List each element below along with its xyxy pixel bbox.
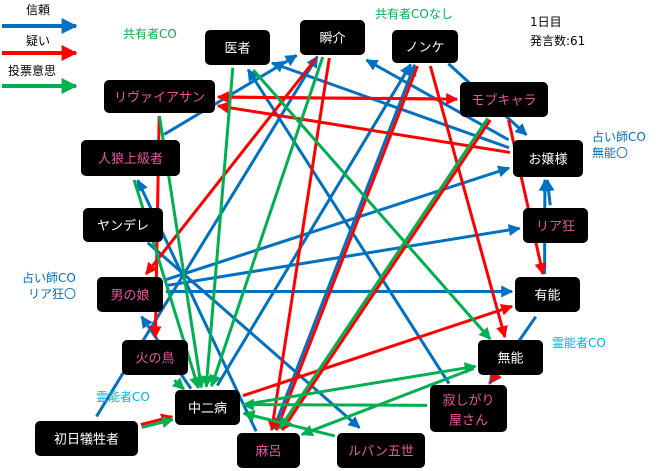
node-box <box>237 433 300 468</box>
node-box <box>83 208 163 242</box>
trust-arrow-otokonoko-to-ojou <box>164 165 511 282</box>
node-shunsuke: 瞬介 <box>300 20 365 55</box>
node-box <box>337 433 425 468</box>
trust-arrow-chuuni-to-nonke <box>215 63 412 387</box>
node-label: 火の鳥 <box>135 352 174 367</box>
doubt-arrow-shunsuke-to-otokonoko <box>144 57 318 275</box>
node-label: リヴァイアサン <box>114 90 205 106</box>
trust-arrow-riakyou-to-ojou <box>542 179 555 206</box>
seer-co-annotation-1: 占い師CO <box>592 129 646 144</box>
node-mob: モブキャラ <box>460 82 548 117</box>
node-label: 男の娘 <box>110 289 149 304</box>
node-jinro: 人狼上級者 <box>81 140 180 176</box>
seer-co-annotation-2: 占い師CO <box>22 270 76 285</box>
node-box <box>81 140 180 176</box>
node-box <box>175 390 240 425</box>
node-leviathan: リヴァイアサン <box>104 80 215 113</box>
medium-co-annotation-2: 霊能者CO <box>96 390 150 404</box>
node-label: 無能 <box>497 352 523 367</box>
post-count: 発言数:61 <box>530 33 585 48</box>
node-label: 瞬介 <box>319 32 345 47</box>
doubt-arrow-nonke-to-munou <box>428 65 508 339</box>
trust-arrow-sabishi-to-isha <box>246 68 451 385</box>
cosharer-annotation: 共有者CO <box>123 27 177 41</box>
node-label: ヤンデレ <box>97 218 149 234</box>
node-label: ルパン五世 <box>348 445 414 460</box>
node-box <box>35 421 138 456</box>
node-label: 中二病 <box>188 402 227 417</box>
node-box <box>478 340 543 375</box>
legend-trust-label: 信頼 <box>26 3 50 17</box>
node-otokonoko: 男の娘 <box>97 277 163 312</box>
vote-arrow-mob-to-maro <box>278 117 490 430</box>
doubt-arrow-chuuni-to-yuunou <box>242 304 514 398</box>
node-ojou: お嬢様 <box>513 140 583 177</box>
legend-vote-label: 投票意思 <box>8 63 56 78</box>
trust-arrow-ojou-to-isha <box>270 61 510 150</box>
doubt-arrow-munou-to-sabishi <box>489 369 502 383</box>
vote-arrow-chuuni-to-munou <box>243 362 477 407</box>
node-label: 麻呂 <box>255 445 281 460</box>
seer-result-annotation-2: リア狂〇 <box>28 287 76 301</box>
doubt-arrow-mob-to-maro <box>281 119 492 431</box>
node-box <box>205 30 270 65</box>
trust-arrow-maro-to-nonke <box>272 63 417 430</box>
vote-arrow-sabishi-to-chuuni <box>241 398 428 411</box>
node-label: ノンケ <box>405 41 444 56</box>
cosharer-none-annotation: 共有者COなし <box>375 7 453 21</box>
legend-doubt-label: 疑い <box>26 33 50 48</box>
node-maro: 麻呂 <box>237 433 300 468</box>
node-hinotori: 火の鳥 <box>122 340 188 375</box>
legend: 信頼 疑い 投票意思 <box>2 3 78 94</box>
node-munou: 無能 <box>478 340 543 375</box>
node-box <box>300 20 365 55</box>
node-label: お嬢様 <box>528 153 567 168</box>
node-label: リア狂 <box>536 220 575 235</box>
node-box <box>523 208 588 243</box>
node-box <box>392 30 458 63</box>
node-box <box>122 340 188 375</box>
medium-co-annotation-1: 霊能者CO <box>552 336 606 350</box>
node-label: 寂しがり <box>442 393 494 409</box>
doubt-arrow-leviathan-to-mob <box>217 92 459 105</box>
vote-arrow-isha-to-chuuni <box>201 67 235 388</box>
vote-arrow-shunsuke-to-chuuni <box>209 56 325 388</box>
node-label: 有能 <box>534 289 560 304</box>
node-label: 屋さん <box>449 414 488 429</box>
node-yuunou: 有能 <box>515 277 580 312</box>
node-box <box>515 277 580 312</box>
node-lupin: ルパン五世 <box>337 433 425 468</box>
node-label: 初日犠牲者 <box>54 432 119 448</box>
vote-arrow-hinotori-to-chuuni <box>171 377 185 391</box>
seer-result-annotation-1: 無能〇 <box>592 145 628 160</box>
vote-arrow-isha-to-munou <box>252 68 492 340</box>
node-box <box>104 80 215 113</box>
node-yandere: ヤンデレ <box>83 208 163 242</box>
node-label: 人狼上級者 <box>98 152 163 167</box>
day-label: 1日目 <box>530 15 562 29</box>
node-box <box>430 385 507 432</box>
annotations: 共有者CO 共有者COなし 1日目 発言数:61 占い師CO 無能〇 占い師CO… <box>22 7 646 404</box>
node-box <box>460 82 548 117</box>
doubt-arrow-ojou-to-leviathan <box>216 101 511 154</box>
node-label: 医者 <box>224 42 250 57</box>
node-chuuni: 中二病 <box>175 390 240 425</box>
node-box <box>513 140 583 177</box>
node-box <box>97 277 163 312</box>
vote-arrow-shonichi-to-chuuni <box>141 416 174 429</box>
vote-arrow-munou-to-maro <box>300 366 475 437</box>
node-label: モブキャラ <box>471 93 536 109</box>
node-shonichi: 初日犠牲者 <box>35 421 138 456</box>
node-riakyou: リア狂 <box>523 208 588 243</box>
doubt-arrow-shunsuke-to-maro <box>267 57 331 432</box>
node-isha: 医者 <box>205 30 270 65</box>
node-nonke: ノンケ <box>392 30 458 63</box>
doubt-arrow-nonke-to-maro <box>274 65 419 432</box>
